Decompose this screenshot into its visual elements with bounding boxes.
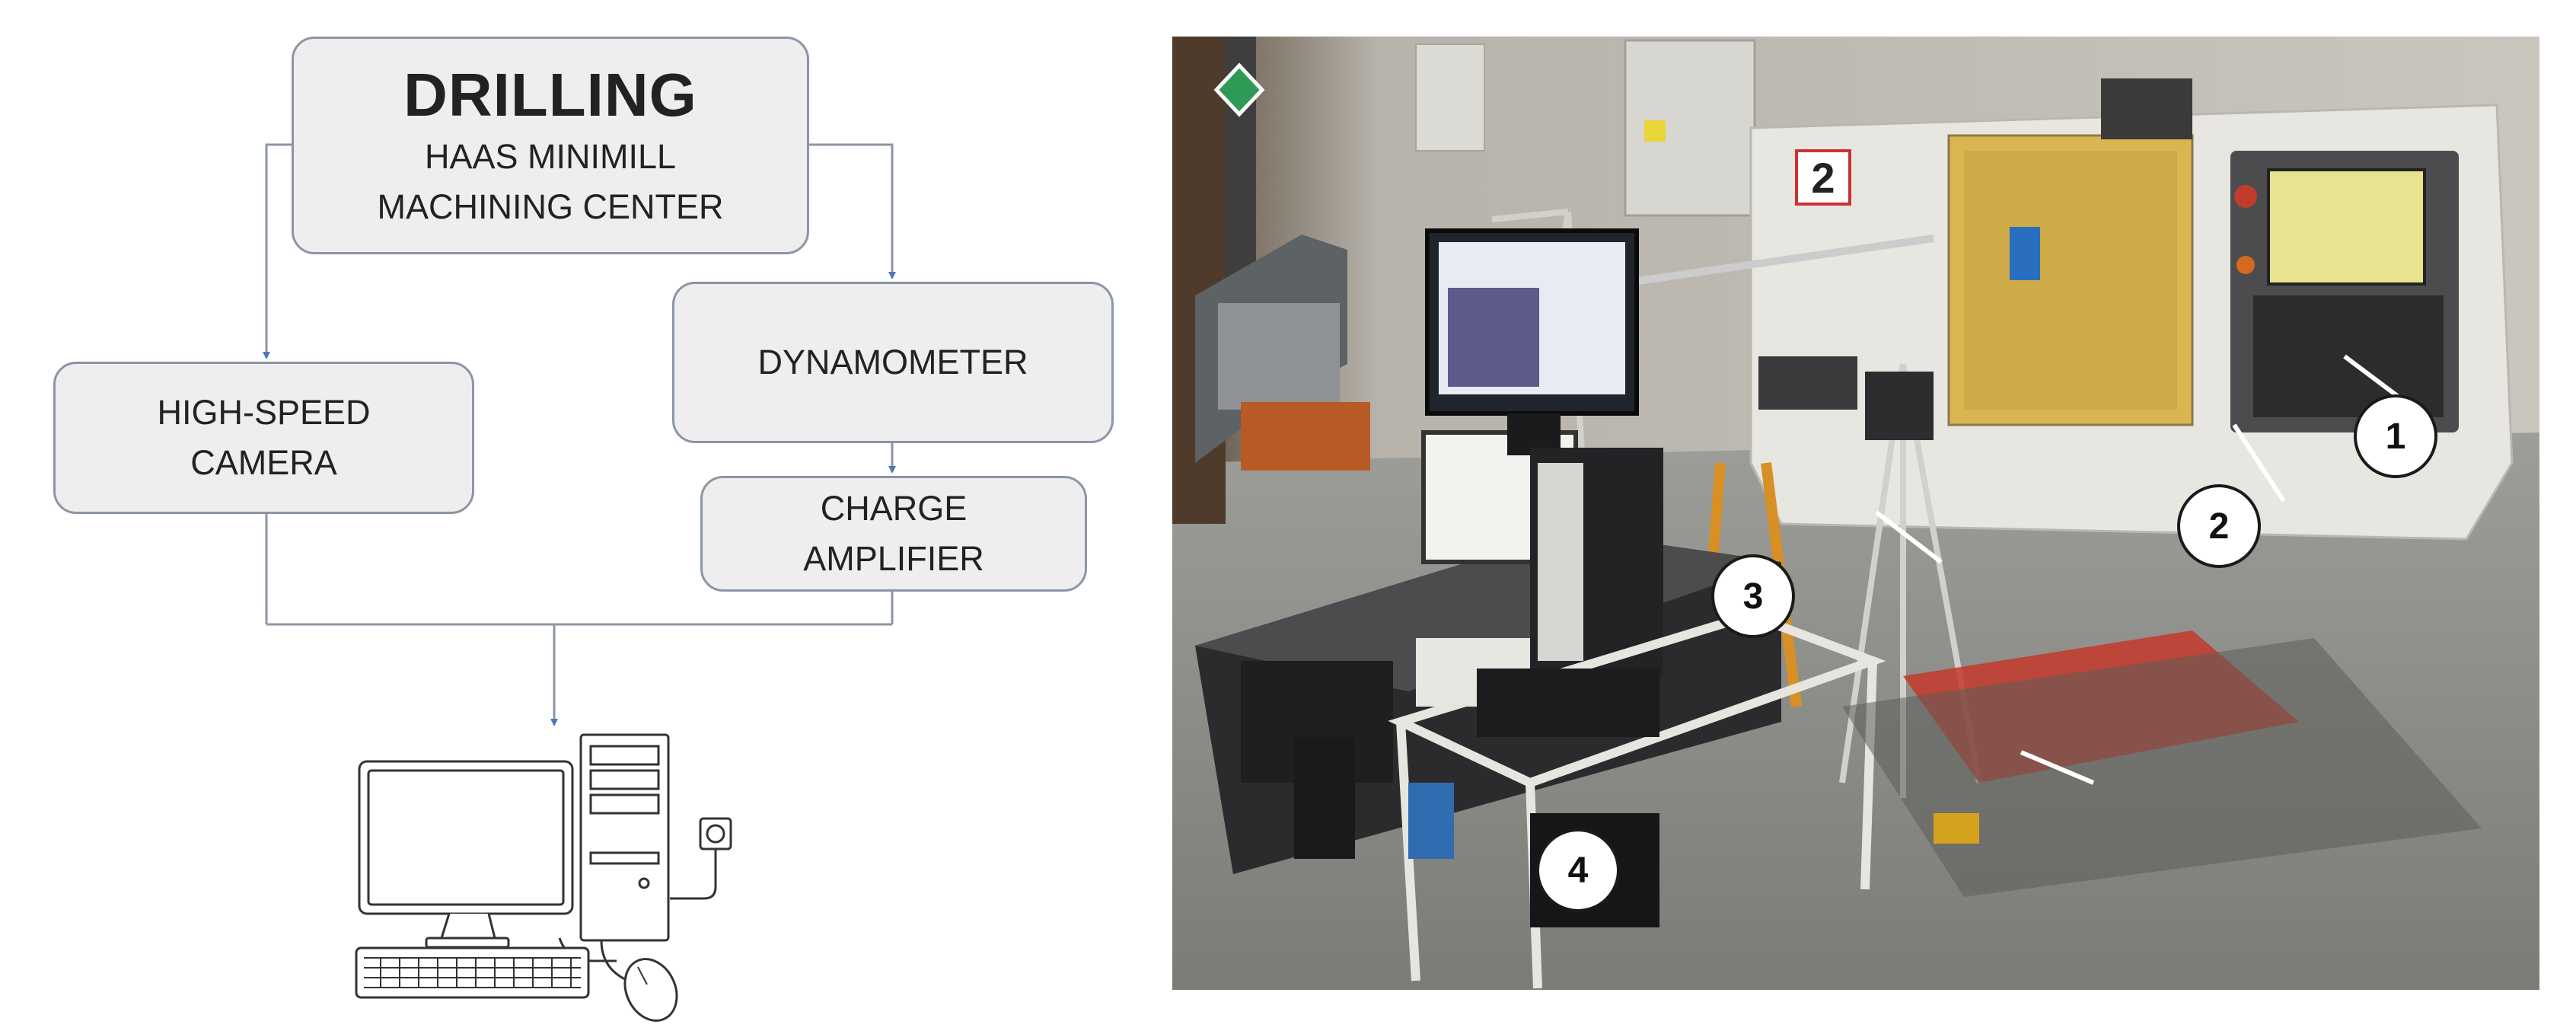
safety-sign-icon (1213, 62, 1265, 117)
drilling-machine-box: DRILLING HAAS MINIMILL MACHINING CENTER (292, 37, 809, 254)
dynamometer-label: DYNAMOMETER (757, 343, 1028, 381)
amplifier-line1: CHARGE (820, 489, 968, 528)
camera-line2: CAMERA (190, 443, 337, 482)
high-speed-camera-box: HIGH-SPEED CAMERA (53, 362, 474, 514)
callout-3: 3 (1711, 554, 1795, 638)
drilling-line2: MACHINING CENTER (377, 187, 724, 226)
drilling-line1: HAAS MINIMILL (424, 137, 677, 176)
flowchart-panel: DRILLING HAAS MINIMILL MACHINING CENTER … (0, 0, 1157, 1034)
setup-photo-illustration: 2 (1172, 37, 2539, 990)
callout-1: 1 (2354, 394, 2437, 478)
connector-drilling-dynamometer (809, 143, 896, 279)
callout-4: 4 (1536, 828, 1620, 912)
connector-drilling-camera (263, 143, 292, 359)
machine-number: 2 (1811, 154, 1835, 202)
dynamometer-box: DYNAMOMETER (672, 282, 1114, 443)
setup-photo: 2 (1172, 37, 2539, 990)
charge-amplifier-box: CHARGE AMPLIFIER (700, 476, 1087, 592)
amplifier-line2: AMPLIFIER (803, 539, 984, 578)
drilling-title: DRILLING (403, 61, 697, 129)
flowchart-connectors (263, 143, 896, 1022)
camera-line1: HIGH-SPEED (157, 393, 371, 432)
desktop-computer-icon (355, 733, 732, 1022)
callout-2: 2 (2177, 484, 2261, 568)
